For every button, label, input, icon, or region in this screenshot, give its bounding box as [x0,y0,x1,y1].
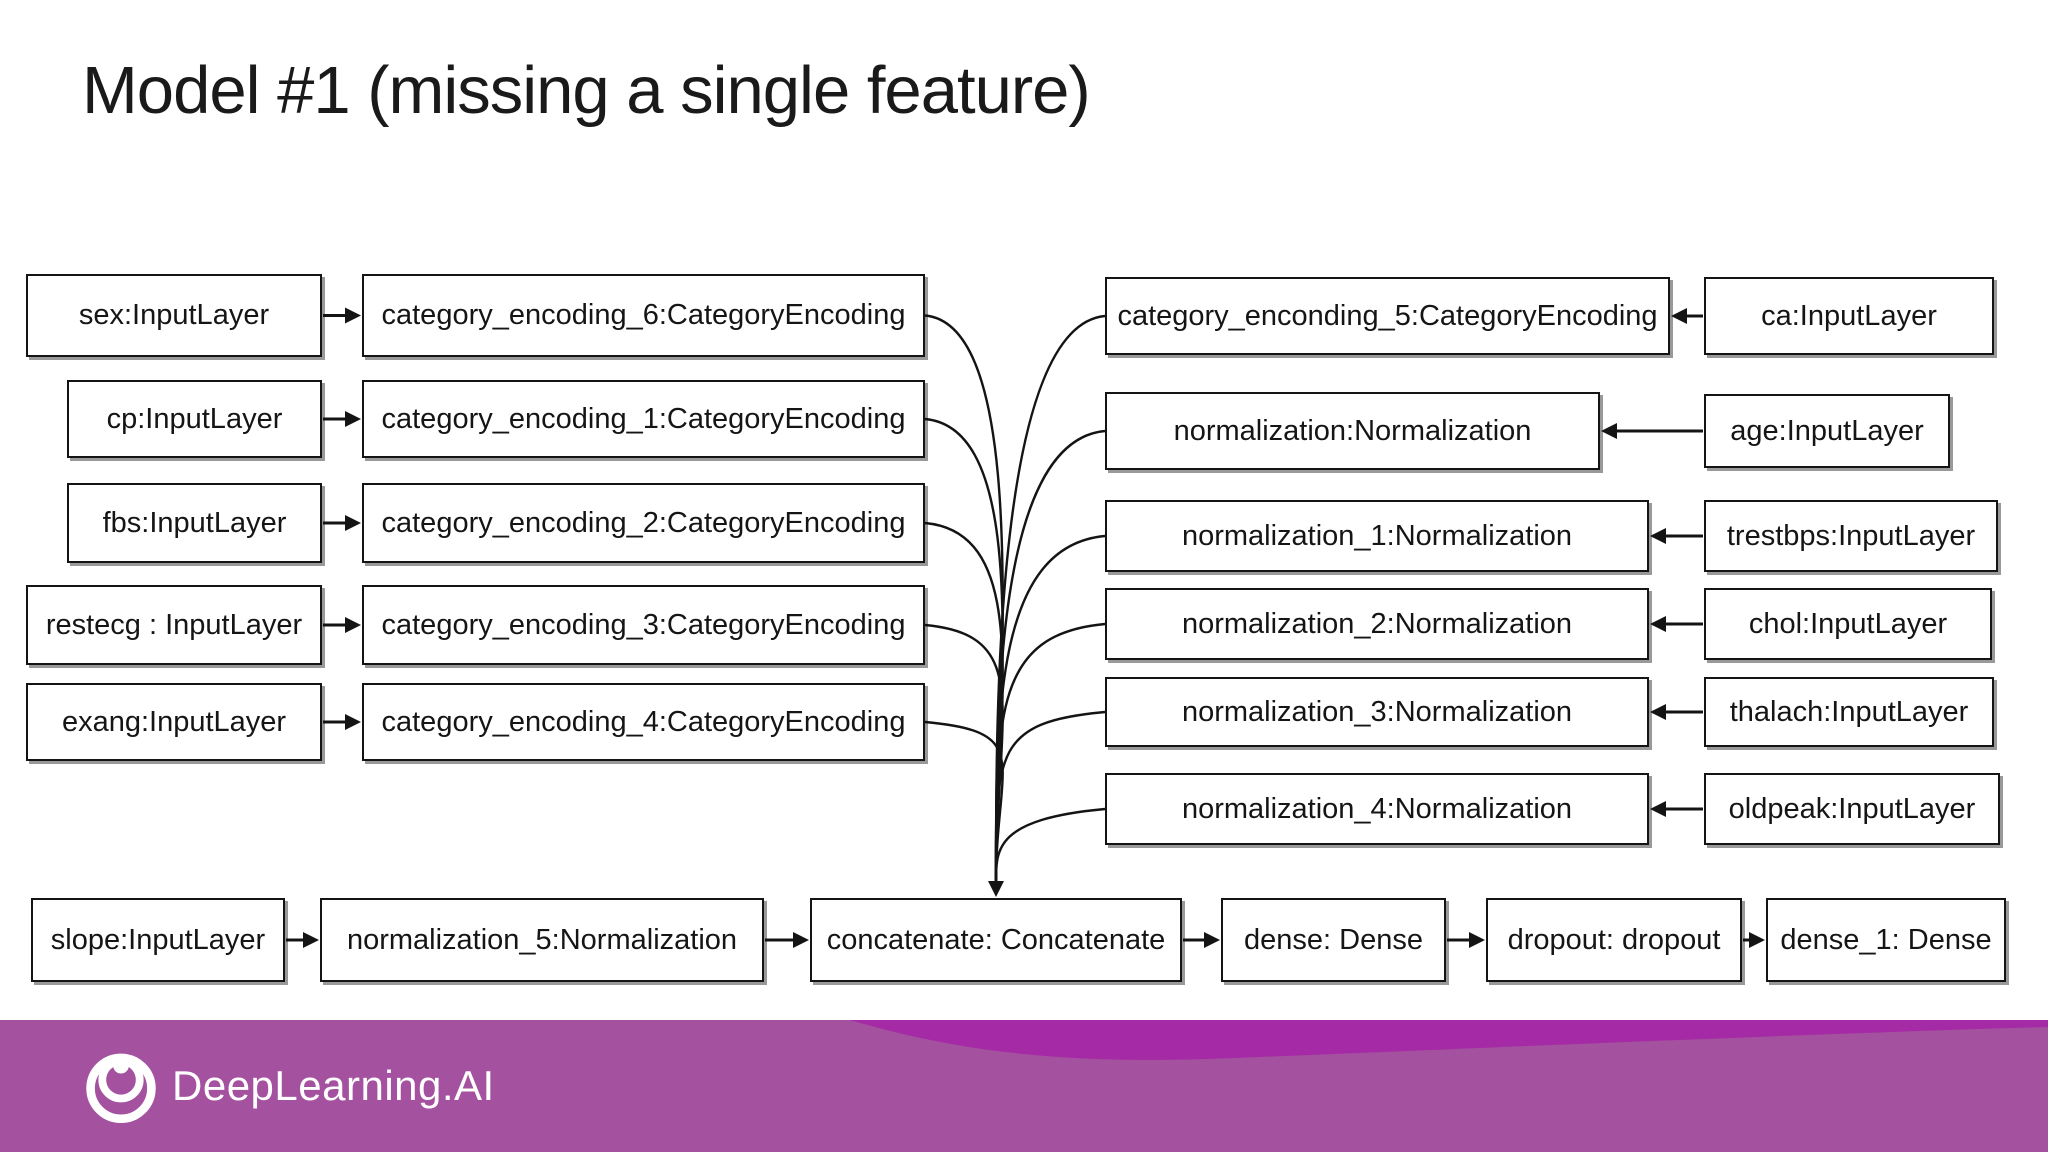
node-dropout: dropout: dropout [1486,898,1742,982]
node-age-inputlayer: age:InputLayer [1704,394,1950,468]
arrow-head [345,411,361,427]
node-slope-inputlayer: slope:InputLayer [31,898,285,982]
arrow-head [1650,704,1666,720]
arrow-head [1601,423,1617,439]
arrow-head [1749,932,1765,948]
node-cp-inputlayer: cp:InputLayer [67,380,322,458]
node-normalization-3: normalization_3:Normalization [1105,677,1649,747]
node-ca-inputlayer: ca:InputLayer [1704,277,1994,355]
slide-title: Model #1 (missing a single feature) [82,53,1091,128]
footer-wave [850,1020,2048,1060]
arrow-head [1650,528,1666,544]
arrow-head [345,714,361,730]
arrow-path [924,521,1004,884]
arrow-head [1204,932,1220,948]
node-trestbps-inputlayer: trestbps:InputLayer [1704,500,1998,572]
brand-lockup: DeepLearning.AI [82,1046,495,1126]
node-category-encoding-1: category_encoding_1:CategoryEncoding [362,380,925,458]
node-normalization: normalization:Normalization [1105,392,1600,470]
arrow-path [994,622,1106,884]
arrow-path [924,623,1004,884]
footer-wave-path [850,1020,2048,1060]
arrow-head [1671,308,1687,324]
node-category-encoding-3: category_encoding_3:CategoryEncoding [362,585,925,665]
arrow-head [1650,616,1666,632]
node-normalization-5: normalization_5:Normalization [320,898,764,982]
arrow-path [924,720,1004,884]
node-category-encoding-4: category_encoding_4:CategoryEncoding [362,683,925,761]
node-category-enconding-5: category_enconding_5:CategoryEncoding [1105,277,1670,355]
node-category-encoding-2: category_encoding_2:CategoryEncoding [362,483,925,563]
arrow-head [988,881,1004,897]
arrow-path [994,710,1106,884]
footer-bar: DeepLearning.AI [0,1020,2048,1152]
node-thalach-inputlayer: thalach:InputLayer [1704,677,1994,747]
node-normalization-4: normalization_4:Normalization [1105,773,1649,845]
arrow-path [994,534,1106,884]
arrow-head [345,307,361,324]
arrow-path [924,417,1004,884]
arrow-path [994,429,1106,884]
node-oldpeak-inputlayer: oldpeak:InputLayer [1704,773,2000,845]
node-dense-1: dense_1: Dense [1766,898,2006,982]
brand-name: DeepLearning.AI [172,1062,495,1109]
arrow-head [345,617,361,633]
node-category-encoding-6: category_encoding_6:CategoryEncoding [362,274,925,357]
arrow-head [1650,801,1666,817]
node-sex-inputlayer: sex:InputLayer [26,274,322,357]
arrow-head [793,932,809,948]
node-normalization-1: normalization_1:Normalization [1105,500,1649,572]
arrow-path [994,314,1106,884]
node-exang-inputlayer: exang:InputLayer [26,683,322,761]
node-concatenate: concatenate: Concatenate [810,898,1182,982]
deeplearning-ai-logo-icon [86,1053,156,1124]
arrow-path [994,807,1106,884]
node-dense: dense: Dense [1221,898,1446,982]
arrow-head [1469,932,1485,948]
node-fbs-inputlayer: fbs:InputLayer [67,483,322,563]
arrow-head [345,515,361,531]
node-restecg-inputlayer: restecg : InputLayer [26,585,322,665]
arrow-head [303,932,319,948]
arrow-path [924,314,1004,884]
node-normalization-2: normalization_2:Normalization [1105,588,1649,660]
node-chol-inputlayer: chol:InputLayer [1704,588,1992,660]
